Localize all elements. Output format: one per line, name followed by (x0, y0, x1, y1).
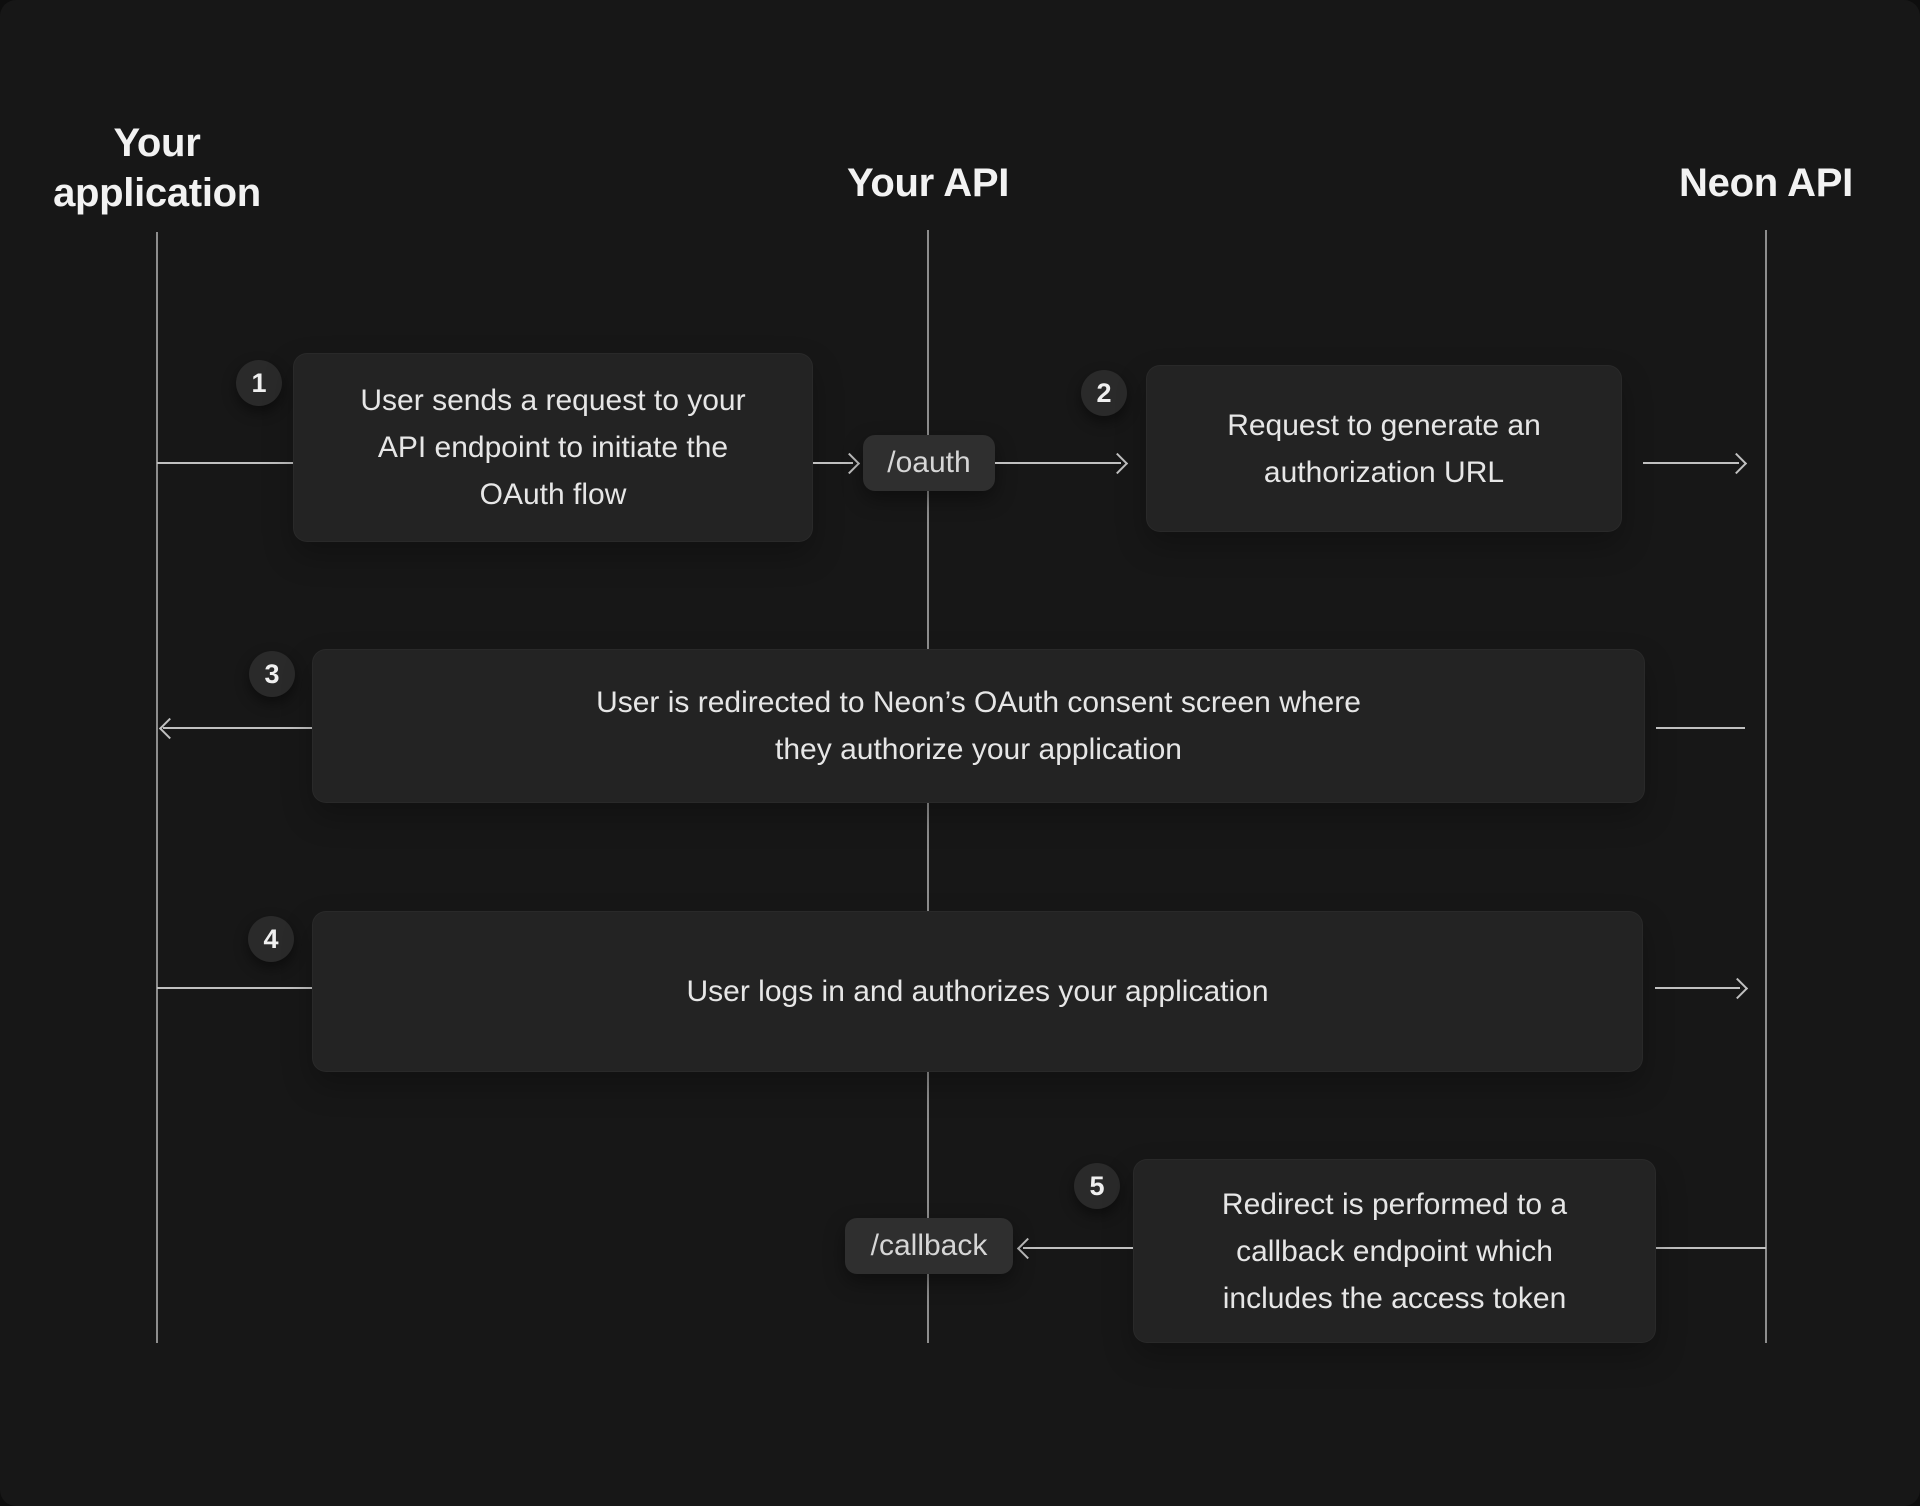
step-4-box: User logs in and authorizes your applica… (312, 911, 1643, 1072)
connector-neon-to-step5 (1656, 1247, 1766, 1249)
step-1-number: 1 (251, 367, 267, 398)
lifeline-your-application (156, 232, 158, 1343)
column-header-your-application: Your application (53, 121, 261, 215)
arrow-right-icon (1106, 452, 1129, 475)
arrow-right-icon (1725, 452, 1748, 475)
oauth-endpoint-tag: /oauth (863, 435, 995, 491)
step-3-number: 3 (264, 658, 280, 689)
step-3-number-badge: 3 (249, 651, 295, 697)
column-header-neon-api: Neon API (1679, 161, 1853, 205)
step-3-text: User is redirected to Neon’s OAuth conse… (596, 686, 1361, 766)
callback-endpoint-label: /callback (870, 1229, 988, 1262)
connector-app-to-step4 (157, 987, 312, 989)
connector-neon-to-step3 (1656, 727, 1745, 729)
step-4-text: User logs in and authorizes your applica… (686, 975, 1269, 1008)
connector-step3-to-app (163, 727, 312, 729)
step-3-box: User is redirected to Neon’s OAuth conse… (312, 649, 1645, 803)
step-1-text: User sends a request to your API endpoin… (360, 384, 746, 511)
step-1-number-badge: 1 (236, 360, 282, 406)
step-2-number: 2 (1096, 377, 1112, 408)
step-4-number: 4 (263, 923, 279, 954)
connector-app-to-step1 (157, 462, 293, 464)
oauth-endpoint-label: /oauth (887, 446, 971, 479)
step-5-number: 5 (1089, 1170, 1105, 1201)
step-1-box: User sends a request to your API endpoin… (293, 353, 813, 542)
column-header-your-api: Your API (846, 161, 1010, 205)
arrow-left-icon (1016, 1237, 1039, 1260)
arrow-right-icon (838, 452, 861, 475)
step-5-box: Redirect is performed to a callback endp… (1133, 1159, 1656, 1343)
arrow-right-icon (1726, 977, 1749, 1000)
step-5-number-badge: 5 (1074, 1163, 1120, 1209)
connector-oauth-to-step2 (995, 462, 1121, 464)
connector-step1-to-oauth (813, 462, 853, 464)
step-4-number-badge: 4 (248, 916, 294, 962)
callback-endpoint-tag: /callback (845, 1218, 1013, 1274)
lifeline-neon-api (1765, 230, 1767, 1343)
step-2-number-badge: 2 (1081, 370, 1127, 416)
connector-step4-to-neon (1655, 987, 1740, 989)
connector-step5-to-callback (1023, 1247, 1133, 1249)
step-5-text: Redirect is performed to a callback endp… (1221, 1187, 1568, 1315)
step-2-text: Request to generate an authorization URL (1227, 408, 1541, 489)
connector-step2-to-neon (1643, 462, 1739, 464)
step-2-box: Request to generate an authorization URL (1146, 365, 1622, 532)
